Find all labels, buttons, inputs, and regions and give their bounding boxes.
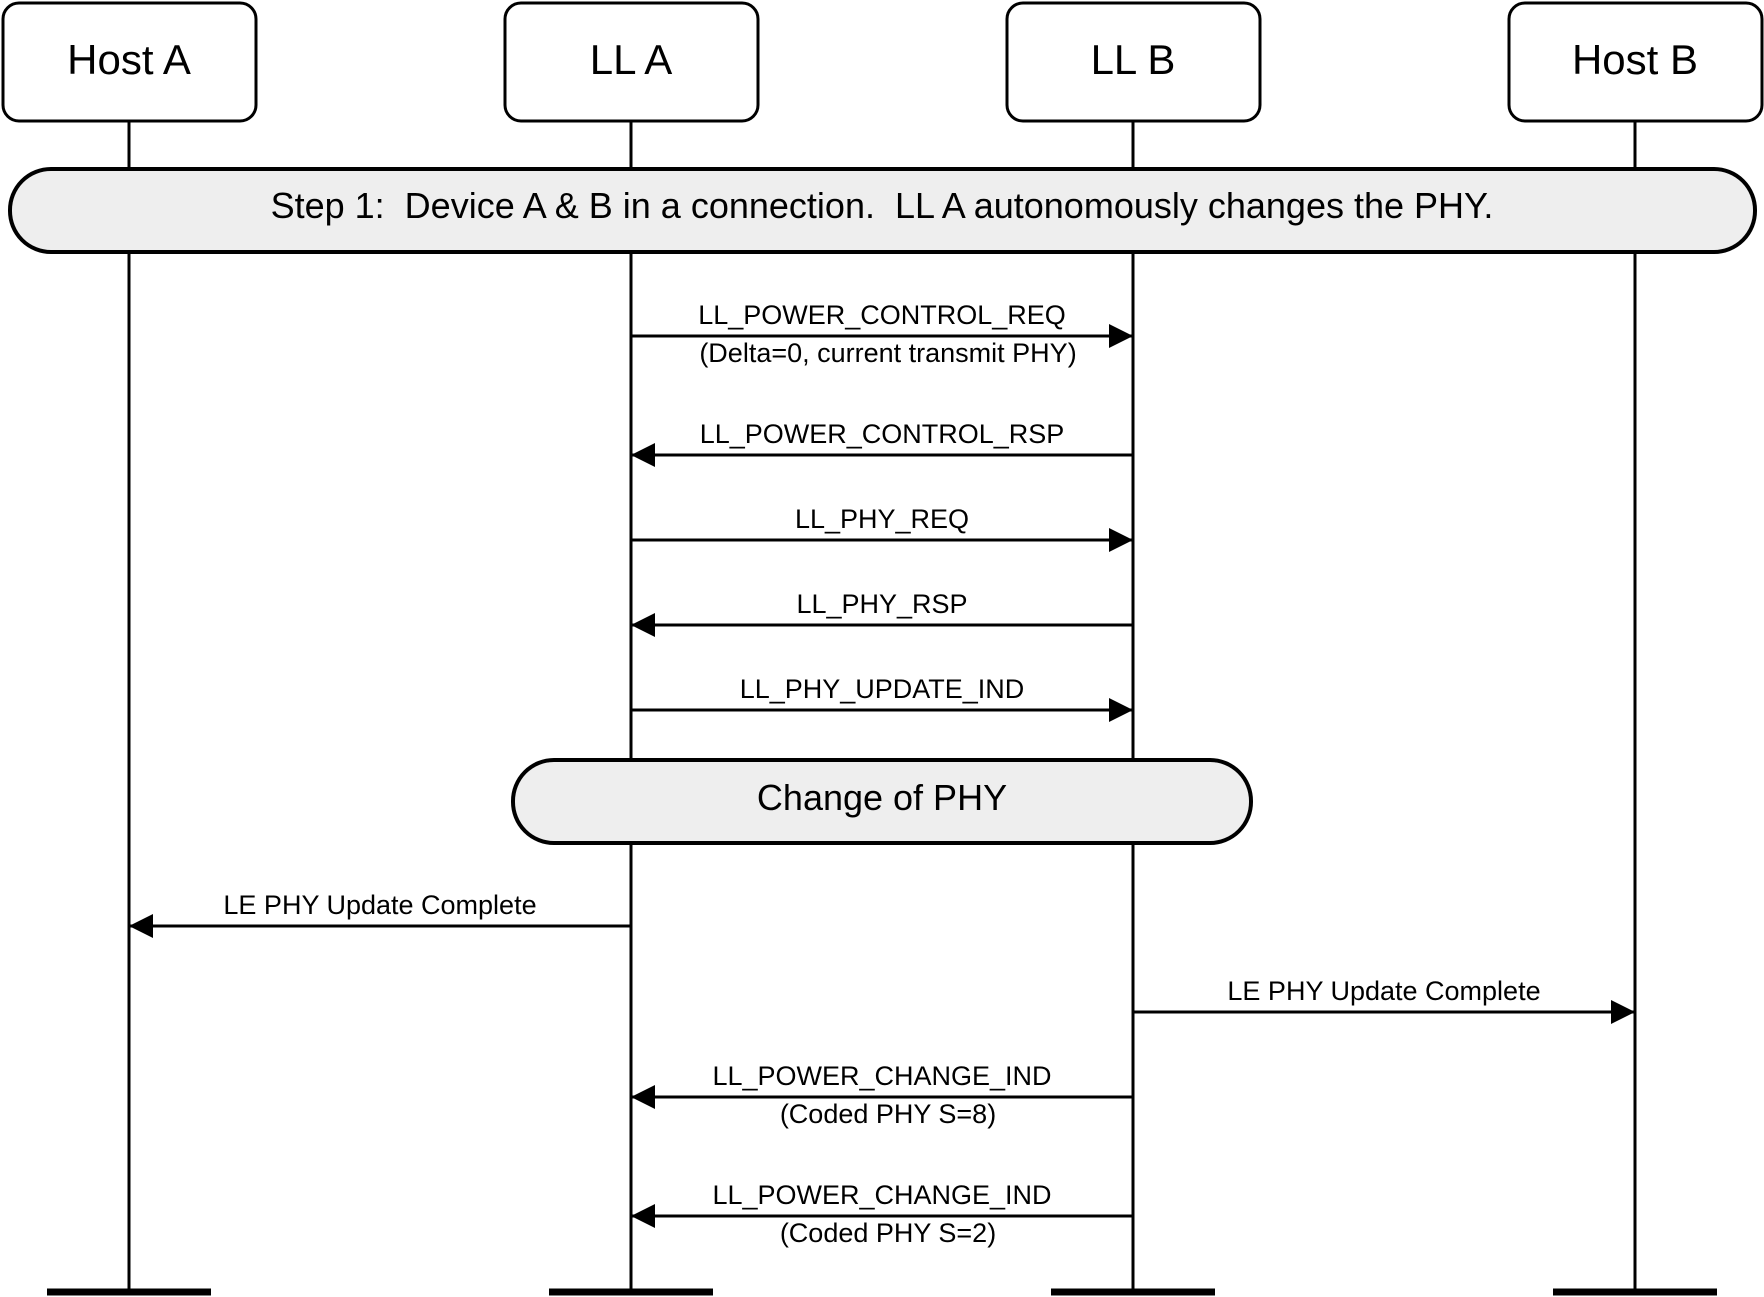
label-phy-rsp: LL_PHY_RSP [796, 589, 967, 619]
banner-change-phy-box [511, 758, 1253, 845]
label-power-change-ind-s8: LL_POWER_CHANGE_IND [712, 1061, 1051, 1091]
header-ll-a: LL A [503, 1, 760, 123]
label-power-control-req: LL_POWER_CONTROL_REQ [698, 300, 1066, 330]
header-ll-b: LL B [1005, 1, 1262, 123]
label-phy-req: LL_PHY_REQ [795, 504, 969, 534]
message-phy-req: LL_PHY_REQ [631, 504, 1133, 552]
message-power-control-req: LL_POWER_CONTROL_REQ (Delta=0, current t… [631, 300, 1133, 368]
header-label-ll-b: LL B [1091, 36, 1176, 83]
label-phy-update-ind: LL_PHY_UPDATE_IND [740, 674, 1025, 704]
header-box-host-b [1507, 1, 1764, 123]
header-label-host-a: Host A [67, 36, 191, 83]
header-box-ll-a [503, 1, 760, 123]
banners: Step 1: Device A & B in a connection. LL… [8, 167, 1757, 845]
label-power-change-ind-s2: LL_POWER_CHANGE_IND [712, 1180, 1051, 1210]
lifeline-headers: Host A LL A LL B Host B [1, 1, 1764, 123]
messages: LL_POWER_CONTROL_REQ (Delta=0, current t… [129, 300, 1635, 1248]
label-power-control-rsp: LL_POWER_CONTROL_RSP [700, 419, 1065, 449]
message-phy-update-ind: LL_PHY_UPDATE_IND [631, 674, 1133, 722]
banner-change-phy: Change of PHY [511, 758, 1253, 845]
sublabel-power-change-ind-s2: (Coded PHY S=2) [780, 1218, 996, 1248]
header-box-host-a [1, 1, 258, 123]
banner-change-phy-text: Change of PHY [757, 777, 1007, 818]
message-power-change-ind-s2: LL_POWER_CHANGE_IND (Coded PHY S=2) [631, 1180, 1133, 1248]
header-label-ll-a: LL A [590, 36, 673, 83]
banner-step1: Step 1: Device A & B in a connection. LL… [8, 167, 1757, 254]
banner-step1-box [8, 167, 1757, 254]
message-power-change-ind-s8: LL_POWER_CHANGE_IND (Coded PHY S=8) [631, 1061, 1133, 1129]
sublabel-power-control-req: (Delta=0, current transmit PHY) [699, 338, 1076, 368]
message-le-phy-update-complete-a: LE PHY Update Complete [129, 890, 631, 938]
label-le-phy-update-complete-a: LE PHY Update Complete [223, 890, 536, 920]
message-le-phy-update-complete-b: LE PHY Update Complete [1133, 976, 1635, 1024]
sublabel-power-change-ind-s8: (Coded PHY S=8) [780, 1099, 996, 1129]
message-phy-rsp: LL_PHY_RSP [631, 589, 1133, 637]
message-power-control-rsp: LL_POWER_CONTROL_RSP [631, 419, 1133, 467]
label-le-phy-update-complete-b: LE PHY Update Complete [1227, 976, 1540, 1006]
header-host-b: Host B [1507, 1, 1764, 123]
header-box-ll-b [1005, 1, 1262, 123]
banner-step1-text: Step 1: Device A & B in a connection. LL… [271, 185, 1494, 226]
header-label-host-b: Host B [1572, 36, 1698, 83]
header-host-a: Host A [1, 1, 258, 123]
